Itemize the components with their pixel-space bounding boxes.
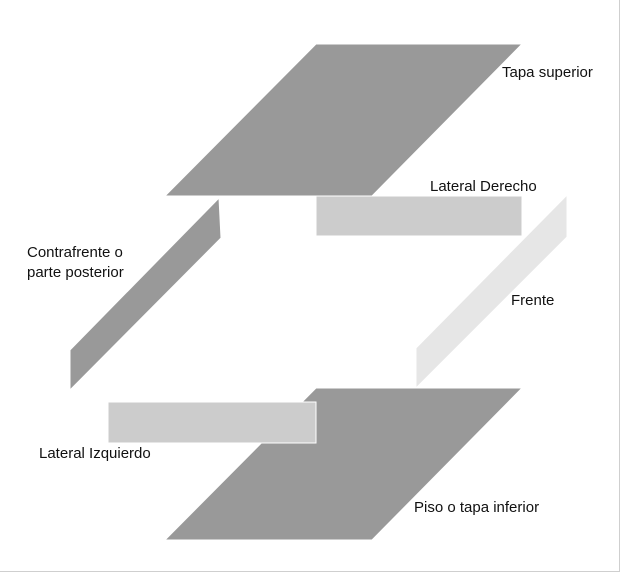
tapa-superior-panel xyxy=(163,43,524,197)
frente-label: Frente xyxy=(511,292,555,309)
lateral-izquierdo-label: Lateral Izquierdo xyxy=(39,445,151,462)
piso-panel xyxy=(163,387,524,541)
lateral-izquierdo-panel xyxy=(107,401,317,444)
tapa-superior-label: Tapa superior xyxy=(502,64,593,81)
contrafrente-label-line1: Contrafrente o xyxy=(27,244,123,261)
contrafrente-panel xyxy=(69,196,222,392)
piso-label: Piso o tapa inferior xyxy=(414,499,540,516)
lateral-derecho-panel xyxy=(315,195,523,237)
contrafrente-label-line2: parte posterior xyxy=(27,264,124,281)
lateral-derecho-label: Lateral Derecho xyxy=(430,178,537,195)
